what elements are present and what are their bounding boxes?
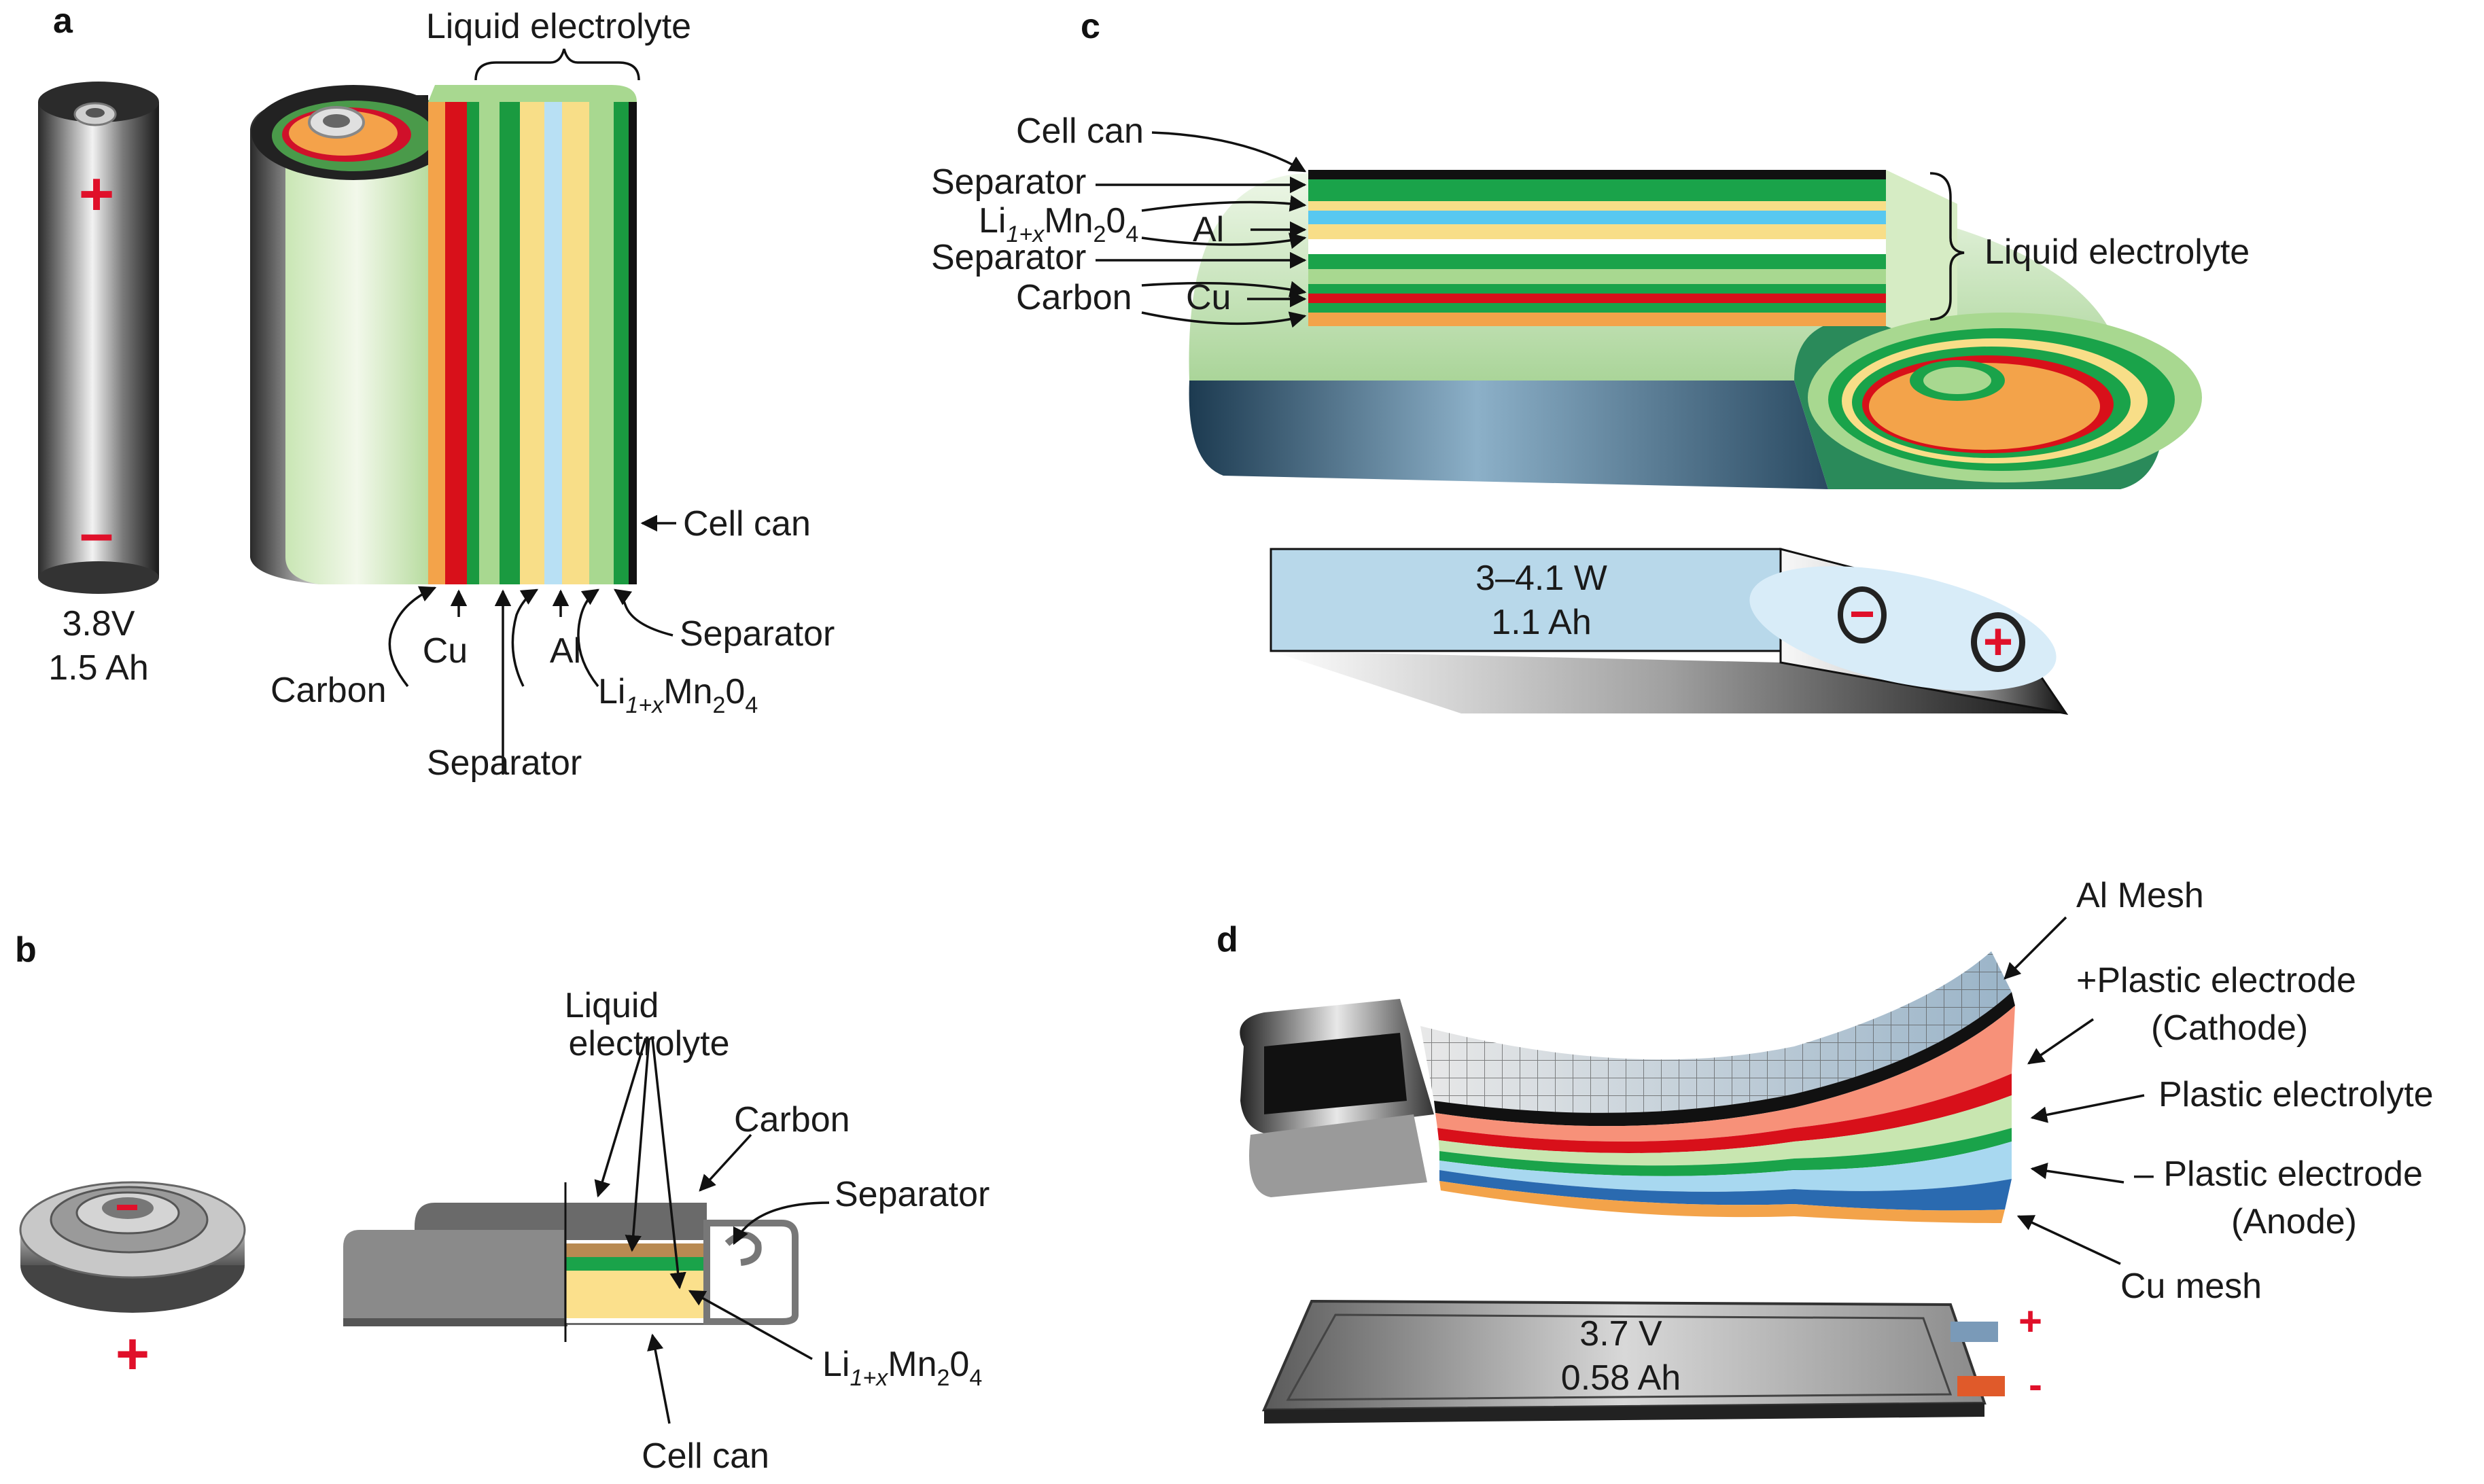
panel-b: b + Liquid electrol: [15, 930, 990, 1476]
d-anode-label: (Anode): [2231, 1202, 2357, 1241]
d-al-mesh-arrow: [2004, 916, 2067, 980]
aa-voltage: 3.8V: [63, 604, 135, 643]
aa-capacity: 1.5 Ah: [48, 648, 148, 688]
panel-d-label: d: [1217, 920, 1238, 959]
b-limno-arrow: [688, 1290, 813, 1360]
b-electrolyte-arrow-1: [594, 1038, 647, 1198]
c-cell-can-arrow: [1151, 131, 1307, 173]
panel-c-label: c: [1081, 7, 1100, 46]
c-limno-arrow-top: [1141, 195, 1307, 212]
a-carbon-label: Carbon: [270, 671, 387, 710]
c-separator-2-label: Separator: [931, 238, 1086, 277]
a-al-label: Al: [550, 631, 581, 671]
c-limno-label: Li1+xMn204: [979, 201, 1138, 247]
c-separator-1-label: Separator: [931, 162, 1086, 202]
d-cathode-label: (Cathode): [2151, 1008, 2308, 1048]
a-separator-right-arrow: [613, 588, 674, 637]
c-liquid-electrolyte-label: Liquid electrolyte: [1984, 232, 2250, 272]
c-electrolyte-bracket: [1929, 172, 1965, 321]
aa-minus-sign: –: [80, 499, 113, 567]
a-separator-bottom-label: Separator: [427, 743, 582, 783]
a-carbon-arrow: [388, 586, 437, 688]
c-plus-terminal: +: [1983, 613, 2013, 671]
d-electrolyte-arrow: [2030, 1094, 2145, 1123]
a-separator-right-label: Separator: [680, 614, 835, 654]
d-voltage-label: 3.7 V: [1579, 1314, 1662, 1354]
a-limno-label: Li1+xMn204: [598, 672, 758, 718]
c-carbon-arrow-top: [1141, 281, 1307, 298]
c-box-battery: +: [1270, 548, 2069, 716]
panel-c: c: [931, 7, 2250, 716]
b-carbon-label: Carbon: [734, 1100, 850, 1140]
coin-plus-sign: +: [116, 1322, 150, 1387]
b-liquid-line1: Liquid: [565, 986, 659, 1025]
panel-b-label: b: [15, 930, 37, 970]
d-pouch-battery: + -: [1261, 1298, 2042, 1424]
panel-a-label: a: [53, 1, 73, 41]
panel-d: d Al Mesh +Plastic electrode (Cathode): [1217, 876, 2434, 1424]
coin-cell: +: [19, 1181, 246, 1387]
d-cathode-arrow: [2027, 1018, 2094, 1065]
b-separator-arrow: [733, 1201, 830, 1246]
d-cu-mesh-arrow: [2016, 1215, 2121, 1265]
c-capacity-label: 1.1 Ah: [1491, 603, 1591, 642]
aa-plus-sign: +: [79, 160, 115, 228]
panel-a: a + – 3.8V 1.5 Ah: [38, 1, 835, 783]
d-layer-strip: [1420, 951, 2015, 1223]
c-limno-arrow-bottom: [1141, 232, 1307, 249]
a-limno-arrow: [577, 588, 600, 688]
b-liquid-line2: electrolyte: [569, 1024, 730, 1063]
c-carbon-label: Carbon: [1016, 278, 1132, 317]
a-cu-label: Cu: [423, 631, 468, 671]
d-clamp: [1240, 999, 1434, 1197]
c-cu-label: Cu: [1186, 278, 1231, 317]
b-separator-label: Separator: [835, 1175, 990, 1214]
a-separator-curve-arrow: [511, 588, 539, 687]
d-plus-electrode-label: +Plastic electrode: [2076, 961, 2356, 1000]
prismatic-cell: [1189, 170, 2202, 489]
d-capacity-label: 0.58 Ah: [1561, 1358, 1681, 1398]
b-cell-can-arrow: [647, 1333, 671, 1424]
b-cell-can-label: Cell can: [642, 1436, 769, 1476]
jelly-roll-cylinder: [250, 85, 637, 584]
d-cu-mesh-label: Cu mesh: [2120, 1267, 2262, 1306]
a-cell-can-label: Cell can: [683, 504, 811, 544]
b-carbon-arrow: [699, 1133, 752, 1192]
d-minus-sign: -: [2029, 1362, 2042, 1407]
b-limno-label: Li1+xMn204: [822, 1345, 982, 1391]
d-al-mesh-label: Al Mesh: [2076, 876, 2204, 915]
c-carbon-arrow-bottom: [1141, 311, 1307, 328]
d-plastic-electrolyte-label: Plastic electrolyte: [2158, 1075, 2434, 1114]
a-liquid-electrolyte-label: Liquid electrolyte: [426, 7, 691, 46]
c-cell-can-label: Cell can: [1016, 111, 1144, 151]
a-electrolyte-bracket: [474, 48, 640, 81]
d-plus-sign: +: [2018, 1298, 2042, 1344]
d-anode-arrow: [2030, 1163, 2124, 1184]
b-electrolyte-arrow-2: [625, 1038, 650, 1252]
coin-cross-section: [343, 1182, 799, 1342]
d-minus-electrode-label: – Plastic electrode: [2134, 1154, 2423, 1194]
b-electrolyte-arrow-3: [651, 1038, 686, 1290]
c-power-label: 3–4.1 W: [1475, 559, 1607, 598]
c-al-label: Al: [1193, 210, 1224, 249]
aa-battery: + –: [38, 82, 159, 594]
